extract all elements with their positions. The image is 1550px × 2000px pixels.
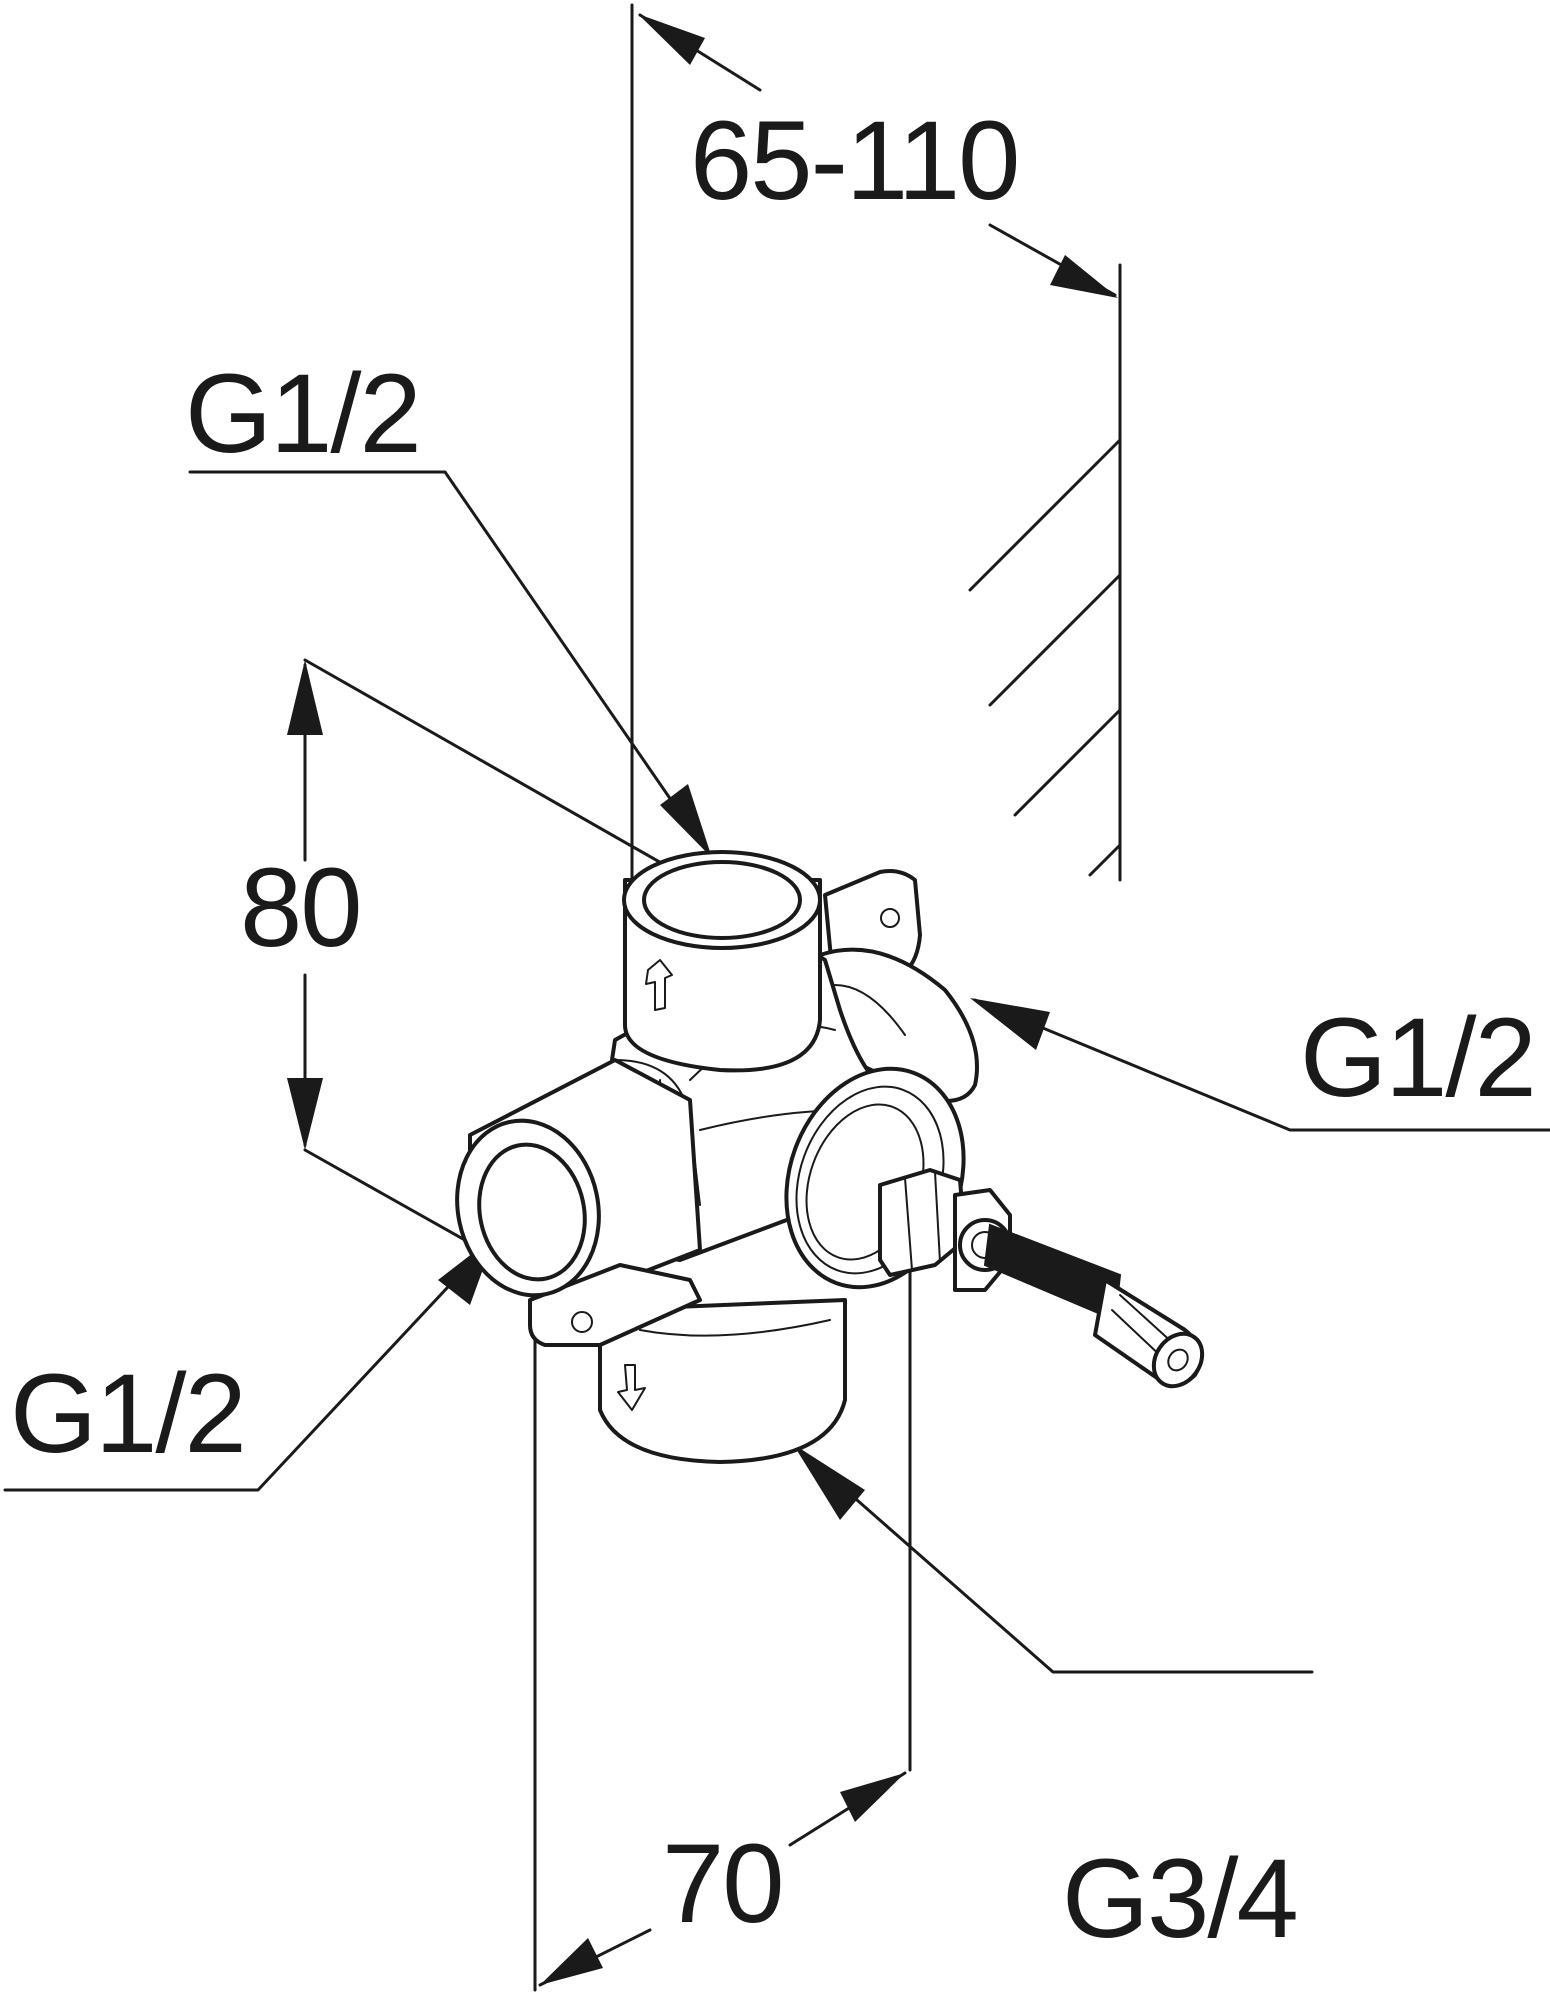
- depth-range-label: 65-110: [690, 98, 1020, 223]
- left-port-label: G1/2: [10, 1351, 247, 1476]
- wall-hatching: [968, 263, 1122, 882]
- right-port-label: G1/2: [1300, 995, 1537, 1120]
- height-dimension-label: 80: [240, 845, 363, 970]
- width-dimension-label: 70: [662, 1821, 785, 1946]
- valve-body: [455, 850, 1205, 1464]
- bottom-port-label: G3/4: [1062, 1836, 1299, 1961]
- top-port-label: G1/2: [185, 351, 422, 476]
- leader-lines: [3, 470, 1550, 1674]
